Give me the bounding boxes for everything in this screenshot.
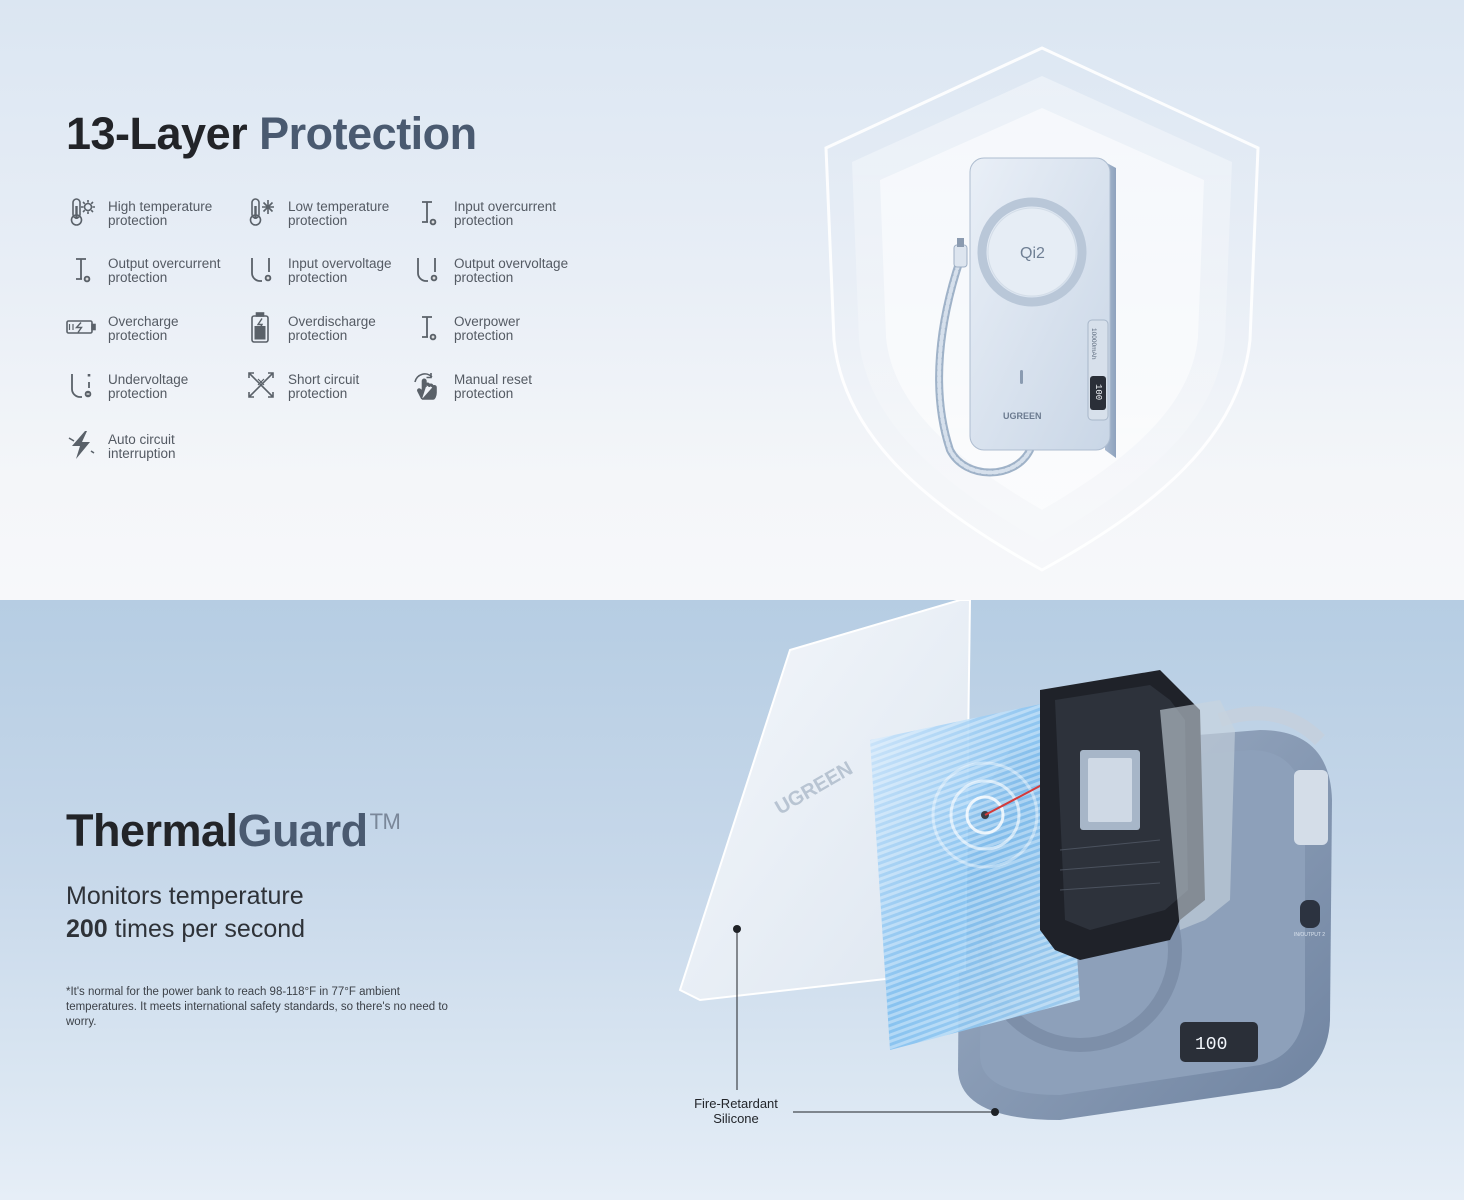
protection-title: 13-Layer Protection — [66, 108, 477, 159]
port-label: IN/OUTPUT 2 — [1294, 932, 1325, 938]
overpower-icon — [410, 310, 444, 344]
capacity-label: 10000mAh — [1090, 328, 1097, 360]
exploded-power-bank-image: 100 IN/OUTPUT 2 UGREEN — [678, 600, 1332, 1120]
temperature-footnote: *It's normal for the power bank to reach… — [66, 986, 448, 1028]
thermalguard-section: ThermalGuardTM Monitors temperature 200 … — [0, 600, 1464, 1200]
battery-display: 100 — [1093, 384, 1103, 400]
output-overvoltage-icon — [410, 252, 444, 286]
overcharge-battery-icon — [64, 310, 98, 344]
brand-logo: UGREEN — [1003, 411, 1042, 421]
short-circuit-icon — [244, 368, 278, 402]
thermalguard-subtitle: Monitors temperature 200 times per secon… — [66, 882, 306, 943]
manual-reset-hand-icon — [410, 368, 444, 402]
power-bank-product-image: Qi2 100 10000mAh UGREEN — [935, 157, 1116, 477]
overdischarge-battery-icon — [244, 310, 278, 344]
output-overcurrent-icon — [64, 252, 98, 286]
lightning-bolt-icon — [64, 428, 98, 462]
trademark-mark: TM — [369, 809, 401, 834]
qi2-logo: Qi2 — [1020, 245, 1045, 262]
thermometer-snowflake-icon — [244, 195, 278, 229]
input-overvoltage-icon — [244, 252, 278, 286]
thermalguard-title: ThermalGuardTM — [66, 805, 401, 856]
undervoltage-icon — [64, 368, 98, 402]
shell-battery-display: 100 — [1195, 1035, 1227, 1055]
input-overcurrent-icon — [410, 195, 444, 229]
fire-retardant-callout: Fire-Retardant Silicone — [694, 1096, 778, 1126]
thermometer-sun-icon — [64, 195, 98, 229]
